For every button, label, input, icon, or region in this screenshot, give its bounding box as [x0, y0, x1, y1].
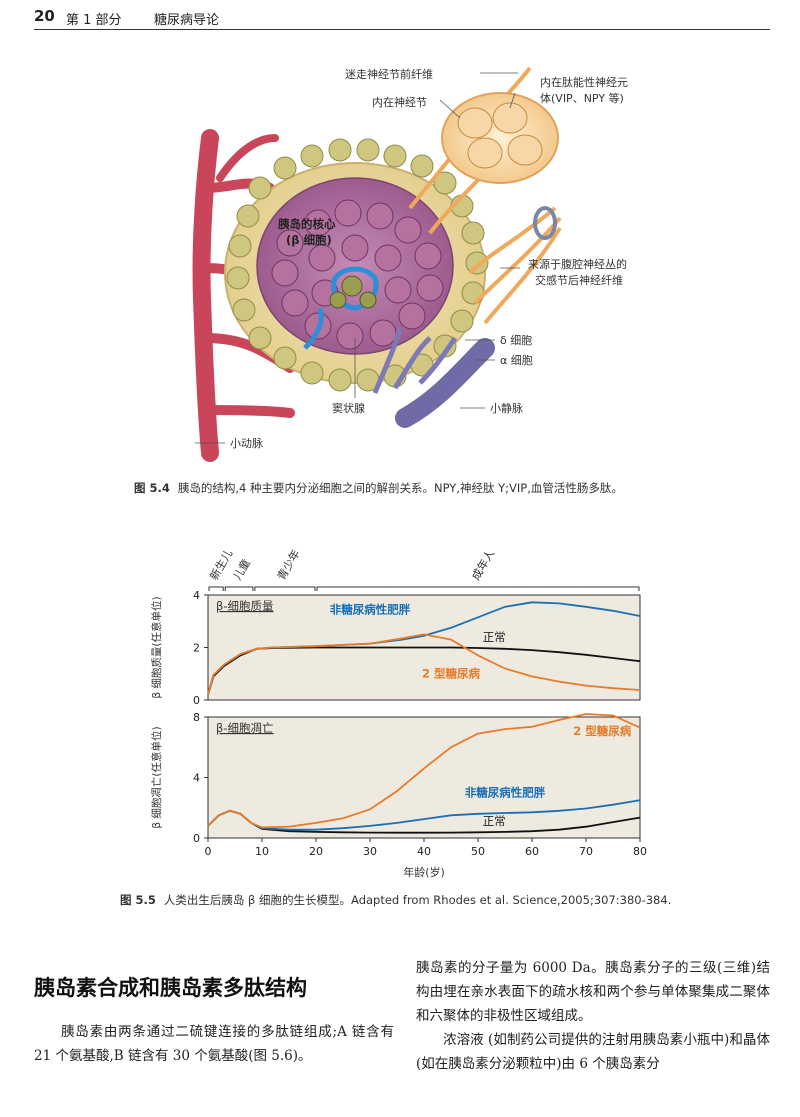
label-intrinsic-ganglion: 内在神经节 [372, 95, 427, 109]
paragraph-left: 胰岛素由两条通过二硫键连接的多肽链组成;A 链含有 21 个氨基酸,B 链含有 … [34, 1024, 394, 1064]
stage-bracket [208, 586, 224, 591]
stage-bracket [224, 586, 254, 591]
stage-label: 成年人 [468, 547, 497, 583]
label-arteriole: 小动脉 [230, 436, 263, 450]
section-heading: 胰岛素合成和胰岛素多肽结构 [34, 976, 307, 1000]
intrinsic-ganglion [441, 92, 559, 184]
label-intrinsic-neuron-2: 体(VIP、NPY 等) [540, 91, 624, 105]
series-label: 非糖尿病性肥胖 [330, 602, 411, 616]
series-label: 2 型糖尿病 [422, 667, 481, 681]
panel-title: β-细胞质量 [216, 599, 274, 613]
label-core-1: 胰岛的核心 [277, 217, 336, 231]
venule [372, 327, 495, 428]
stage-bracket [316, 586, 640, 591]
series-label: 正常 [483, 630, 506, 644]
label-sinusoid: 窦状腺 [332, 401, 365, 415]
acinar-cells [226, 138, 489, 392]
x-tick-label: 0 [205, 845, 212, 858]
figure-5-5-caption-text: 人类出生后胰岛 β 细胞的生长模型。Adapted from Rhodes et… [163, 893, 672, 907]
x-tick-label: 10 [255, 845, 269, 858]
y-tick-label: 2 [193, 642, 200, 655]
x-axis-label: 年龄(岁) [403, 865, 445, 879]
x-tick-label: 70 [579, 845, 593, 858]
figure-5-5-caption: 图 5.5 人类出生后胰岛 β 细胞的生长模型。Adapted from Rhod… [120, 892, 720, 908]
x-tick-label: 20 [309, 845, 323, 858]
figure-5-4-caption: 图 5.4 胰岛的结构,4 种主要内分泌细胞之间的解剖关系。NPY,神经肽 Y;V… [134, 480, 694, 496]
label-vagal: 迷走神经节前纤维 [345, 67, 433, 81]
stage-label: 儿童 [230, 556, 253, 582]
y-tick-label: 8 [193, 711, 200, 724]
label-core-2: (β 细胞) [286, 233, 332, 247]
y-axis-label: β 细胞凋亡(任意单位) [150, 726, 163, 828]
x-tick-label: 80 [633, 845, 647, 858]
y-tick-label: 0 [193, 832, 200, 845]
x-tick-label: 40 [417, 845, 431, 858]
stage-label: 青少年 [274, 547, 303, 583]
beta-cell-growth-chart: 新生儿儿童青少年成年人024β-细胞质量β 细胞质量(任意单位)正常非糖尿病性肥… [150, 547, 647, 879]
figure-5-4-caption-text: 胰岛的结构,4 种主要内分泌细胞之间的解剖关系。NPY,神经肽 Y;VIP,血管… [177, 481, 623, 495]
y-tick-label: 4 [193, 772, 200, 785]
series-line [207, 646, 641, 696]
running-header: 20 第 1 部分 糖尿病导论 [34, 6, 770, 30]
y-tick-label: 4 [193, 589, 200, 602]
figure-5-4-label: 图 5.4 [134, 481, 170, 495]
label-sympathetic-1: 来源于腹腔神经丛的 [528, 257, 627, 271]
label-intrinsic-neuron-1: 内在肽能性神经元 [540, 75, 628, 89]
paragraph-right-1: 胰岛素的分子量为 6000 Da。胰岛素分子的三级(三维)结构由埋在亲水表面下的… [416, 960, 770, 1024]
beta-cells [271, 199, 444, 350]
series-label: 2 型糖尿病 [573, 724, 632, 738]
series-line [207, 633, 641, 696]
label-alpha: α 细胞 [500, 354, 533, 367]
x-tick-label: 50 [471, 845, 485, 858]
alpha-cells [329, 275, 377, 309]
stage-bracket [254, 586, 316, 591]
paragraph-right-2: 浓溶液 (如制药公司提供的注射用胰岛素小瓶中)和晶体(如在胰岛素分泌颗粒中)由 … [416, 1032, 770, 1072]
sympathetic-ring-icon [533, 206, 557, 240]
series-label: 非糖尿病性肥胖 [465, 785, 546, 799]
series-label: 正常 [483, 814, 506, 828]
y-axis-label: β 细胞质量(任意单位) [150, 596, 163, 698]
series-line [207, 713, 641, 829]
arteriole [192, 129, 305, 462]
x-tick-label: 60 [525, 845, 539, 858]
x-tick-label: 30 [363, 845, 377, 858]
label-sympathetic-2: 交感节后神经纤维 [535, 273, 623, 287]
label-delta: δ 细胞 [500, 334, 532, 347]
page-number: 20 [34, 7, 55, 25]
section-title: 糖尿病导论 [154, 13, 220, 28]
panel-title: β-细胞凋亡 [216, 721, 274, 735]
label-venule: 小静脉 [490, 401, 523, 415]
figure-5-5-label: 图 5.5 [120, 893, 156, 907]
islet-anatomy-illustration: 迷走神经节前纤维 内在神经节 内在肽能性神经元 体(VIP、NPY 等) 胰岛的… [192, 66, 628, 462]
section-label: 第 1 部分 [66, 13, 122, 28]
y-tick-label: 0 [193, 694, 200, 707]
